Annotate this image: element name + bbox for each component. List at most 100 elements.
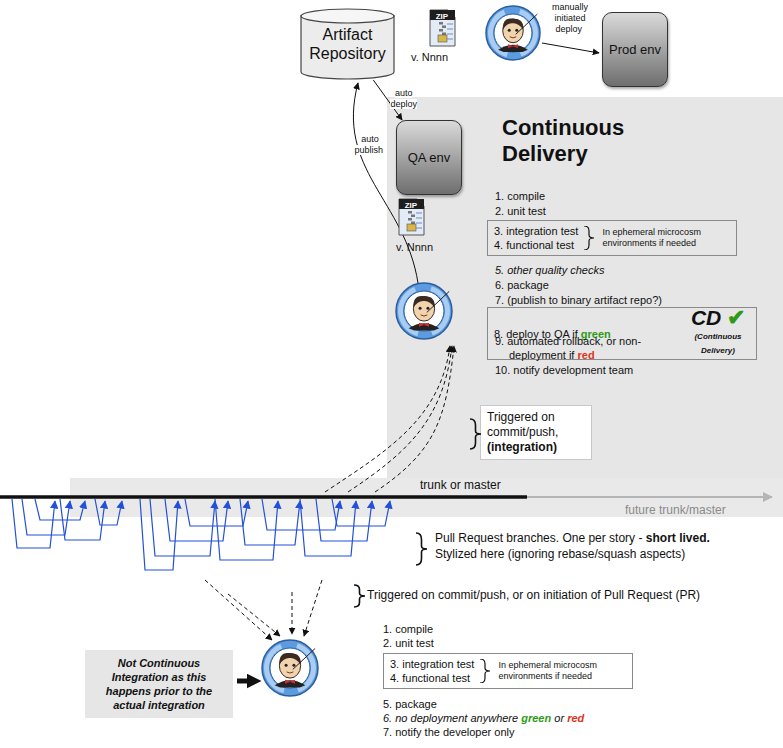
label-text: red [578, 349, 595, 361]
text-row: Prod env [609, 42, 661, 58]
node-text: 3. integration test [494, 225, 578, 237]
label-text: ZIP [436, 12, 448, 21]
file-tag: ZIP [400, 201, 424, 211]
jenkins-icon [262, 640, 318, 696]
test-box: 3. integration test4. functional test In … [487, 220, 737, 256]
text-row: In ephemeral microcosm environments if n… [602, 227, 730, 249]
label-text: ZIP [405, 201, 417, 210]
text-column: 3. integration test4. functional test [390, 657, 474, 685]
edge-label: auto deploy [386, 88, 422, 110]
label-text: 6. package [495, 279, 549, 291]
label-text: 10. notify development team [495, 364, 633, 376]
node-text: Artifact Repository [309, 26, 385, 62]
brace-symbol [470, 419, 481, 449]
edge-label-text: auto deploy [390, 88, 417, 109]
trigger-arrow [325, 346, 450, 492]
node-text: In ephemeral microcosm environments if n… [602, 227, 701, 248]
future-trunk-line [525, 496, 772, 498]
text-column: Prod env [609, 42, 661, 58]
text-column: 3. integration test4. functional test [494, 224, 578, 252]
node-text: (integration) [487, 440, 557, 454]
text-column: CD✔ (Continuous Delivery) [686, 311, 750, 356]
note-box: Not Continuous Integration as this happe… [85, 650, 233, 718]
brace-symbol [416, 533, 427, 565]
node-text: (Continuous Delivery) [694, 332, 741, 355]
pr-branch [165, 499, 228, 541]
cylinder-outline [300, 8, 395, 80]
text-row: (Continuous Delivery) [686, 328, 750, 356]
text-column: Artifact Repository [304, 25, 391, 63]
node-text: Prod env [609, 42, 661, 57]
node-text: ✔ [727, 305, 745, 330]
step-item: 2. unit test [383, 636, 437, 650]
text-wrap: Triggered on commit/push,(integration) [487, 410, 585, 455]
trigger-arrow [292, 592, 293, 634]
text-row: CD✔ [691, 311, 745, 328]
pr-branch [240, 499, 300, 545]
trunk-line [0, 495, 527, 499]
brace-symbol [480, 659, 492, 683]
step-item: 1. compile [383, 622, 436, 636]
step-item: 6. no deployment anywheregreenorred [383, 711, 587, 725]
text-row: Triggered on commit/push, [487, 410, 585, 440]
node-text: CD [691, 306, 721, 329]
jenkins-icon [396, 283, 452, 339]
label-text: v. Nnnn [396, 241, 433, 253]
label-text: 1. compile [383, 623, 433, 635]
label-text: 6. no deployment anywhere [383, 712, 518, 724]
publish-line [353, 83, 418, 283]
step-item: 1. compile [495, 189, 548, 203]
label-text: 9. automated rollback, or non-deployment… [495, 335, 641, 361]
step-item: 5. other quality checks [495, 263, 608, 277]
node-text: Not Continuous Integration as this happe… [106, 657, 212, 711]
text-row: 3. integration test [390, 657, 474, 671]
label-text: manually initiated deploy [552, 2, 588, 34]
label-text: 5. other quality checks [495, 264, 604, 276]
trigger-arrow [205, 580, 272, 640]
label-text: 2. unit test [383, 637, 434, 649]
pointer-arrow [237, 679, 254, 684]
environment-box: Prod env [602, 12, 668, 87]
version-label: v. Nnnn [411, 50, 451, 64]
pr-branch [140, 499, 178, 570]
text-row: 4. functional test [494, 238, 578, 252]
brace-symbol [354, 585, 365, 607]
node-text: Continuous Delivery [502, 115, 624, 166]
text-row: 3. integration test [494, 224, 578, 238]
pr-branch [95, 499, 122, 525]
label-text: trunk or master [420, 478, 501, 492]
pr-branch [316, 499, 372, 541]
text-row: (integration) [487, 440, 585, 455]
trigger-arrow [375, 346, 454, 492]
label-text: red [567, 712, 584, 724]
zip-file-icon [430, 10, 455, 46]
label-text: green [521, 712, 551, 724]
text-wrap: QA env [404, 146, 455, 170]
node-text: 4. functional test [390, 672, 470, 684]
label-text: v. Nnnn [411, 51, 448, 63]
file-tag: ZIP [431, 12, 455, 22]
text-wrap: Artifact Repository [300, 8, 395, 73]
text-wrap: Not Continuous Integration as this happe… [91, 656, 227, 712]
note-text: Pull Request branches. One per story -sh… [435, 531, 713, 546]
label-text: auto publish [354, 134, 383, 155]
pr-branch [150, 499, 215, 556]
label-text: 2. unit test [495, 205, 546, 217]
branch-label: trunk or master [420, 478, 504, 493]
deploy-arrow [542, 43, 599, 53]
note-text: Triggered on commit/push, or on initiati… [367, 588, 703, 603]
brace-symbol [584, 226, 596, 250]
test-box: 3. integration test4. functional testIn … [383, 653, 633, 689]
text-row: Continuous Delivery [502, 115, 652, 167]
brace-symbol [584, 226, 594, 250]
repository-cylinder: Artifact Repository [300, 8, 395, 80]
label-text: Pull Request branches. One per story - [435, 531, 642, 545]
label-text: 5. package [383, 698, 437, 710]
trigger-arrow [228, 594, 280, 636]
pr-branch [300, 499, 356, 556]
trigger-box: Triggered on commit/push,(integration) [480, 405, 592, 460]
step-item: 9. automated rollback, or non-deployment… [495, 334, 664, 362]
